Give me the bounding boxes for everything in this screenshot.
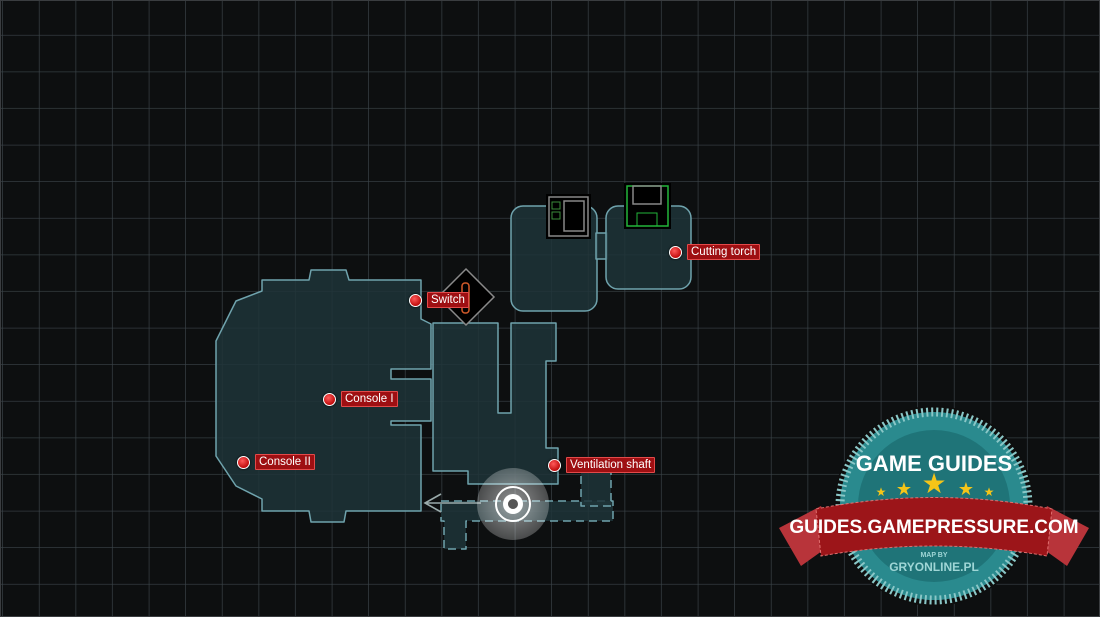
svg-text:GUIDES.GAMEPRESSURE.COM: GUIDES.GAMEPRESSURE.COM [789,517,1078,538]
marker-label: Cutting torch [687,244,761,260]
marker-dot-icon [323,392,336,406]
marker-label: Ventilation shaft [566,457,656,473]
marker-console-1[interactable]: Console I [323,391,398,407]
svg-text:★: ★ [896,479,912,499]
gamepressure-badge: GAME GUIDES ★ ★ ★ ★ ★ GUIDES.GAMEPRESSUR… [779,406,1089,606]
marker-console-2[interactable]: Console II [237,454,315,470]
svg-text:GRYONLINE.PL: GRYONLINE.PL [889,560,979,574]
svg-text:★: ★ [921,468,946,499]
marker-dot-icon [669,245,682,259]
player-position-icon [477,468,549,540]
marker-dot-icon [237,455,250,469]
svg-text:★: ★ [876,485,887,499]
svg-text:MAP BY: MAP BY [920,552,947,559]
marker-ventilation-shaft[interactable]: Ventilation shaft [548,457,656,473]
save-disk-icon [624,183,671,229]
corridor-vent [580,470,612,507]
marker-label: Console II [255,454,315,470]
marker-switch[interactable]: Switch [409,292,469,308]
terminal-icon [546,194,591,239]
marker-label: Switch [427,292,469,308]
exit-arrow-icon [423,493,481,513]
marker-dot-icon [409,293,422,307]
svg-text:★: ★ [958,479,974,499]
svg-text:★: ★ [984,485,995,499]
marker-cutting-torch[interactable]: Cutting torch [669,244,761,260]
marker-dot-icon [548,458,561,472]
room-central [432,322,559,485]
svg-text:GAME GUIDES: GAME GUIDES [856,451,1012,476]
marker-label: Console I [341,391,398,407]
